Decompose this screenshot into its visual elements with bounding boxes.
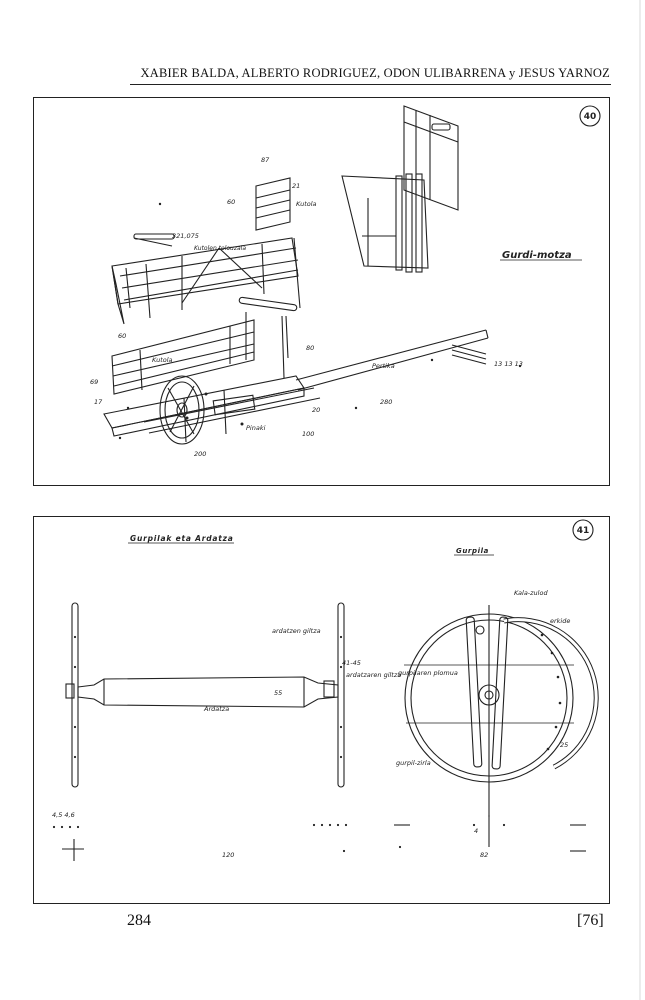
dim-25: 25	[560, 741, 568, 749]
dim-87: 87	[261, 156, 270, 164]
header-rule	[130, 84, 611, 85]
plate-41-subtitle: Gurpila	[456, 547, 489, 555]
label-pertika: Pertika	[372, 362, 395, 370]
label-kutolen-tolouzala: Kutolen tolouzala	[194, 245, 246, 252]
dim-321: 321,075	[172, 232, 199, 240]
label-gurpil-zirla: gurpil-zirla	[396, 759, 431, 767]
label-kala-zulod: Kala-zulod	[514, 589, 548, 597]
dim-21: 21	[292, 182, 300, 190]
plate-41-number: 41	[577, 526, 590, 536]
dim-280: 280	[380, 398, 392, 406]
label-pinaki: Pinaki	[246, 424, 266, 432]
plate-41-title: Gurpilak eta Ardatza	[130, 534, 234, 543]
dim-200: 200	[194, 450, 206, 458]
dim-55: 55	[274, 689, 282, 697]
label-41-45: 41-45	[342, 659, 361, 667]
label-ardatza: Ardatza	[203, 705, 229, 713]
plate-number-circle	[572, 519, 594, 541]
plate-41-drawing: ardatzen giltza 41-45 ardatzaren giltza …	[52, 519, 599, 861]
bracket-page-number: [76]	[577, 912, 604, 929]
dim-100: 100	[302, 430, 314, 438]
label-ardatzaren-giltza: ardatzaren giltza	[346, 671, 401, 679]
plate-40: 87 60 21 Kutola 321,075 Kutolen tolouzal…	[33, 97, 610, 486]
dim-82: 82	[480, 851, 488, 859]
dim-60a: 60	[227, 198, 235, 206]
dim-20: 20	[312, 406, 320, 414]
page-edge	[639, 0, 641, 1000]
dim-4: 4	[474, 827, 478, 835]
label-ardatzen-giltza: ardatzen giltza	[272, 627, 321, 635]
dim-left-small: 4,5 4,6	[52, 811, 75, 819]
dim-60b: 60	[118, 332, 126, 340]
dim-120: 120	[222, 851, 234, 859]
running-header: XABIER BALDA, ALBERTO RODRIGUEZ, ODON UL…	[140, 66, 610, 80]
page-number: 284	[127, 912, 151, 929]
plate-40-drawing: 87 60 21 Kutola 321,075 Kutolen tolouzal…	[90, 105, 601, 458]
label-gurpilaren-plomua: gurpilaren plomua	[398, 669, 458, 677]
dim-13: 13 13 13	[494, 360, 523, 368]
label-erkide: erkide	[550, 617, 570, 625]
dim-17: 17	[94, 398, 103, 406]
plate-number-circle	[579, 105, 601, 127]
dim-80: 80	[306, 344, 314, 352]
plate-41: ardatzen giltza 41-45 ardatzaren giltza …	[33, 516, 610, 904]
label-kutola-2: Kutola	[152, 356, 173, 364]
label-kutola: Kutola	[296, 200, 317, 208]
plate-40-title: Gurdi-motza	[502, 250, 572, 261]
dim-69: 69	[90, 378, 98, 386]
plate-40-number: 40	[584, 112, 597, 122]
